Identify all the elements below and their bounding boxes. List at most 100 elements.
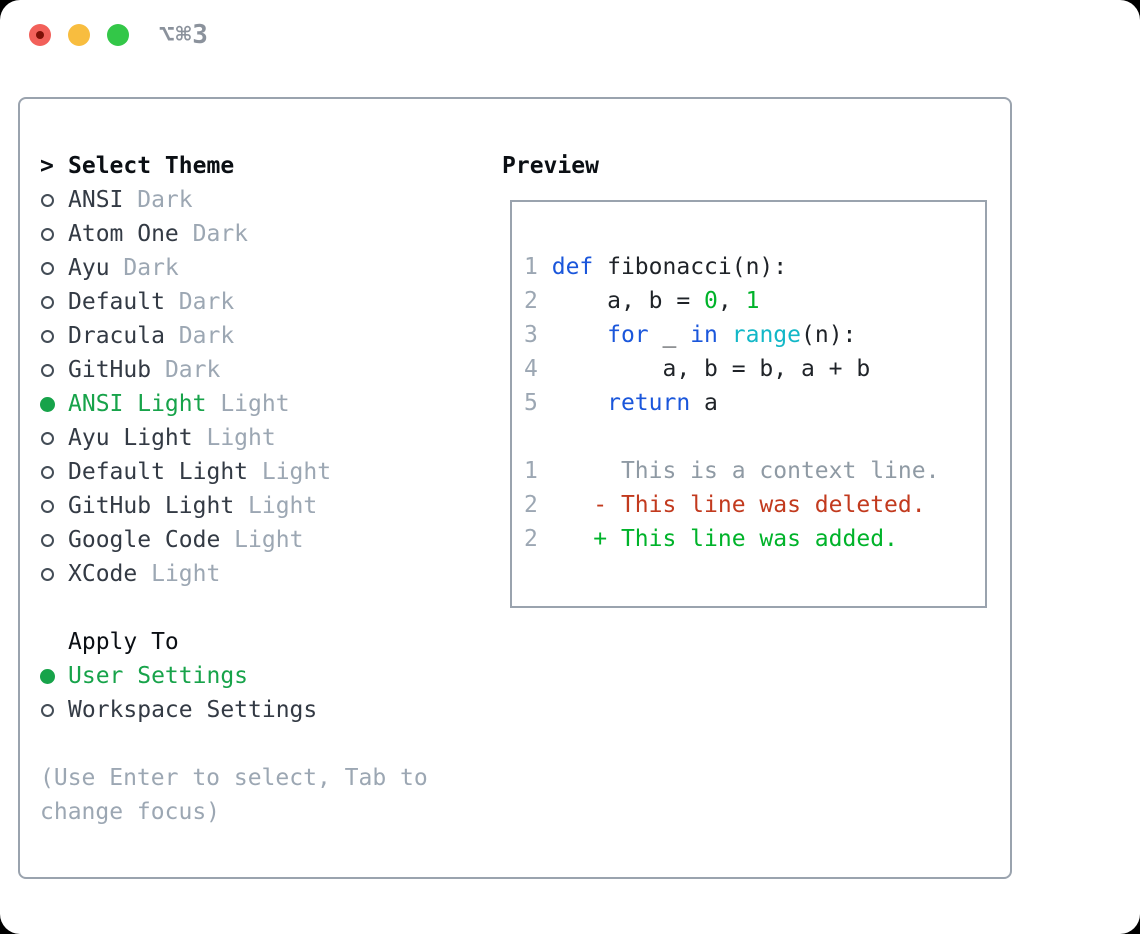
theme-option-5[interactable]: GitHub Dark — [40, 353, 490, 387]
apply-to-title: Apply To — [68, 629, 179, 655]
radio-selected-icon[interactable] — [40, 668, 55, 684]
spacer-row — [40, 727, 490, 761]
code-segment: return — [607, 390, 691, 416]
theme-option-8[interactable]: Default Light Light — [40, 455, 490, 489]
preview-title: Preview — [502, 153, 599, 179]
code-segment — [538, 254, 552, 280]
radio-unselected-icon[interactable] — [41, 465, 54, 479]
radio-cell — [40, 499, 68, 513]
theme-variant-tag: Light — [220, 527, 304, 553]
radio-unselected-icon[interactable] — [41, 261, 54, 275]
theme-option-10[interactable]: Google Code Light — [40, 523, 490, 557]
theme-option-4[interactable]: Dracula Dark — [40, 319, 490, 353]
radio-unselected-icon[interactable] — [41, 431, 54, 445]
radio-unselected-icon[interactable] — [41, 567, 54, 581]
theme-option-label[interactable]: Default Light — [68, 459, 249, 485]
close-button-icon[interactable] — [29, 24, 51, 46]
theme-option-label[interactable]: GitHub Light — [68, 493, 235, 519]
hint-line-2: change focus) — [40, 799, 221, 825]
code-segment: _ — [648, 322, 691, 348]
apply-to-option-label[interactable]: User Settings — [68, 663, 249, 689]
theme-option-7[interactable]: Ayu Light Light — [40, 421, 490, 455]
radio-unselected-icon[interactable] — [41, 227, 54, 241]
radio-selected-icon[interactable] — [40, 396, 55, 412]
theme-variant-tag: Light — [137, 561, 221, 587]
theme-option-0[interactable]: ANSI Dark — [40, 183, 490, 217]
radio-unselected-icon[interactable] — [41, 703, 54, 717]
code-segment: for — [607, 322, 649, 348]
line-number: 1 — [524, 458, 538, 484]
code-segment — [538, 390, 607, 416]
theme-variant-tag: Dark — [123, 187, 193, 213]
radio-cell — [40, 567, 68, 581]
radio-cell — [40, 703, 68, 717]
code-segment: a, b = — [537, 288, 705, 314]
preview-code-line: 1 This is a context line. — [524, 454, 985, 488]
radio-cell — [40, 533, 68, 547]
code-segment: 1 — [745, 288, 760, 314]
radio-unselected-icon[interactable] — [41, 533, 54, 547]
radio-cell — [40, 363, 68, 377]
code-segment — [538, 322, 607, 348]
theme-variant-tag: Dark — [164, 323, 235, 349]
code-segment: a, b = b, a + b — [537, 356, 871, 382]
theme-variant-tag: Dark — [109, 255, 179, 281]
theme-option-label[interactable]: Google Code — [68, 527, 221, 553]
theme-option-9[interactable]: GitHub Light Light — [40, 489, 490, 523]
code-segment — [718, 322, 732, 348]
theme-variant-tag: Dark — [164, 289, 235, 315]
select-theme-header: > Select Theme — [40, 149, 490, 183]
theme-option-label[interactable]: Ayu Light — [68, 425, 193, 451]
theme-option-label[interactable]: Atom One — [68, 221, 179, 247]
apply-to-option-0[interactable]: User Settings — [40, 659, 490, 693]
radio-unselected-icon[interactable] — [41, 363, 54, 377]
code-segment: fibonacci(n): — [593, 254, 788, 280]
line-number: 3 — [524, 322, 538, 348]
preview-code-line: 1 def fibonacci(n): — [524, 250, 985, 284]
theme-option-label[interactable]: ANSI — [68, 187, 124, 213]
code-segment: , — [717, 288, 746, 314]
code-segment: 0 — [704, 288, 718, 314]
theme-option-6[interactable]: ANSI Light Light — [40, 387, 490, 421]
line-number: 1 — [524, 254, 538, 280]
theme-option-2[interactable]: Ayu Dark — [40, 251, 490, 285]
apply-to-option-label[interactable]: Workspace Settings — [68, 697, 318, 723]
radio-cell — [40, 227, 68, 241]
radio-cell — [40, 668, 68, 684]
theme-option-11[interactable]: XCode Light — [40, 557, 490, 591]
theme-variant-tag: Light — [206, 391, 290, 417]
theme-option-3[interactable]: Default Dark — [40, 285, 490, 319]
code-segment: def — [551, 254, 594, 280]
window-title: ⌥⌘3 — [159, 20, 209, 50]
preview-column: Preview 1 def fibonacci(n): 2 a, b = 0, 1… — [502, 149, 987, 608]
theme-option-label[interactable]: Dracula — [68, 323, 165, 349]
prompt-icon: > — [40, 153, 54, 179]
theme-option-label[interactable]: Default — [68, 289, 165, 315]
hint-line-1: (Use Enter to select, Tab to — [40, 765, 428, 791]
theme-option-label[interactable]: ANSI Light — [68, 391, 207, 417]
minimize-button-icon[interactable] — [68, 24, 90, 46]
radio-unselected-icon[interactable] — [41, 295, 54, 309]
radio-cell — [40, 193, 68, 207]
zoom-button-icon[interactable] — [107, 24, 129, 46]
theme-option-label[interactable]: XCode — [68, 561, 138, 587]
radio-unselected-icon[interactable] — [41, 499, 54, 513]
apply-to-option-1[interactable]: Workspace Settings — [40, 693, 490, 727]
radio-cell — [40, 295, 68, 309]
radio-unselected-icon[interactable] — [41, 193, 54, 207]
radio-cell — [40, 396, 68, 412]
preview-blank-line — [524, 420, 985, 454]
line-number: 2 — [524, 492, 538, 518]
theme-option-1[interactable]: Atom One Dark — [40, 217, 490, 251]
preview-code-line: 3 for _ in range(n): — [524, 318, 985, 352]
theme-option-label[interactable]: Ayu — [68, 255, 110, 281]
apply-to-header-row: Apply To — [40, 625, 490, 659]
theme-option-label[interactable]: GitHub — [68, 357, 152, 383]
radio-unselected-icon[interactable] — [41, 329, 54, 343]
preview-code-line: 2 + This line was added. — [524, 522, 985, 556]
theme-variant-tag: Light — [192, 425, 276, 451]
